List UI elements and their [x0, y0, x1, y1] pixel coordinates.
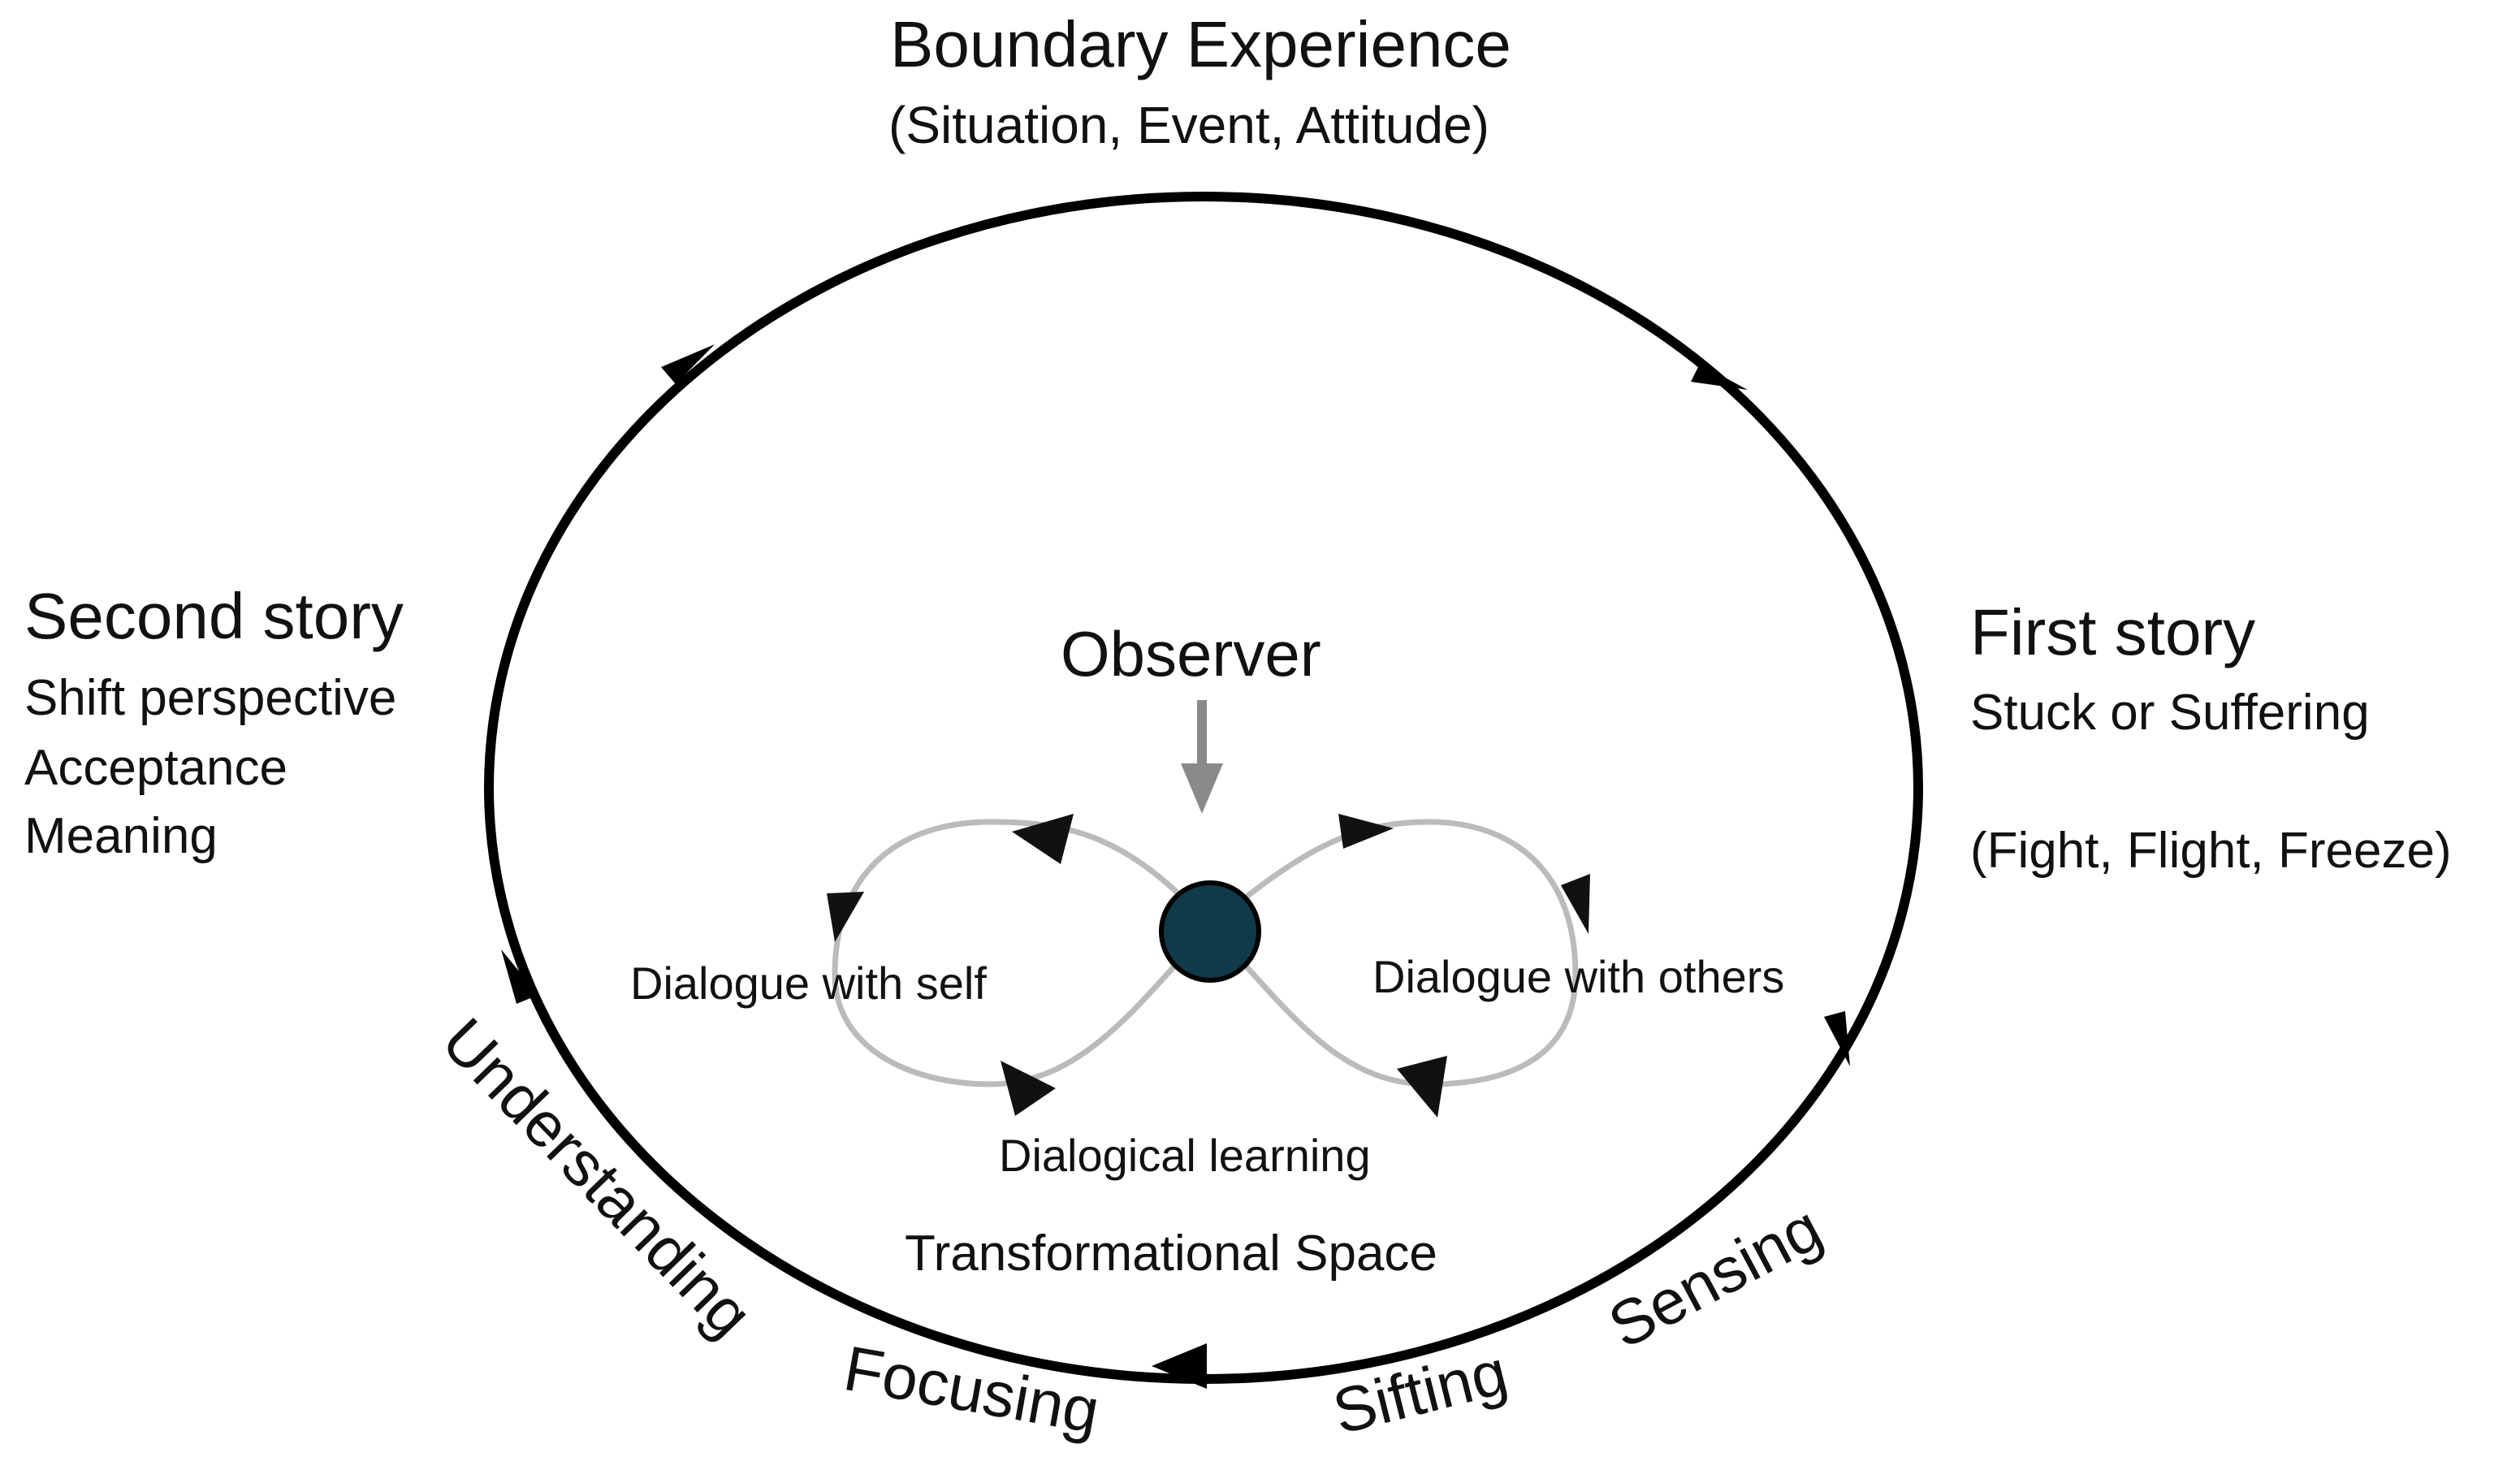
first-story-line-2: (Fight, Flight, Freeze)	[1970, 823, 2452, 879]
loop-arrow-left-side	[827, 892, 864, 942]
loop-arrow-left-top	[1012, 814, 1074, 864]
dialogue-with-others-label: Dialogue with others	[1372, 951, 1784, 1002]
loop-arrow-right-top	[1338, 814, 1394, 849]
cycle-arrow-top-right	[1691, 364, 1748, 390]
cycle-arrow-right	[1824, 1011, 1850, 1066]
transformational-space-label: Transformational Space	[905, 1226, 1437, 1282]
stage-understanding: Understanding	[429, 1005, 767, 1351]
title: Boundary Experience	[890, 8, 1511, 80]
loop-arrow-right-side	[1561, 874, 1590, 934]
stage-sensing: Sensing	[1597, 1191, 1833, 1362]
first-story-heading: First story	[1970, 596, 2255, 668]
cycle-arrow-left	[501, 949, 538, 1004]
second-story-item-2: Acceptance	[24, 740, 287, 796]
second-story-heading: Second story	[24, 580, 404, 652]
observer-arrow	[1181, 700, 1223, 814]
observer-node	[1159, 880, 1261, 983]
second-story-item-3: Meaning	[24, 808, 218, 864]
observer-label: Observer	[1061, 618, 1321, 690]
cycle-arrow-top-left	[661, 344, 715, 384]
dialogical-learning-label: Dialogical learning	[999, 1130, 1371, 1181]
second-story-item-1: Shift perspective	[24, 670, 396, 726]
cycle-arrow-bottom	[1152, 1343, 1207, 1389]
loop-arrow-right-bottom	[1397, 1056, 1447, 1118]
loop-arrow-left-bottom	[1001, 1061, 1056, 1116]
dialogue-with-self-label: Dialogue with self	[630, 958, 987, 1009]
subtitle: (Situation, Event, Attitude)	[888, 96, 1489, 154]
first-story-line-1: Stuck or Suffering	[1970, 685, 2370, 741]
